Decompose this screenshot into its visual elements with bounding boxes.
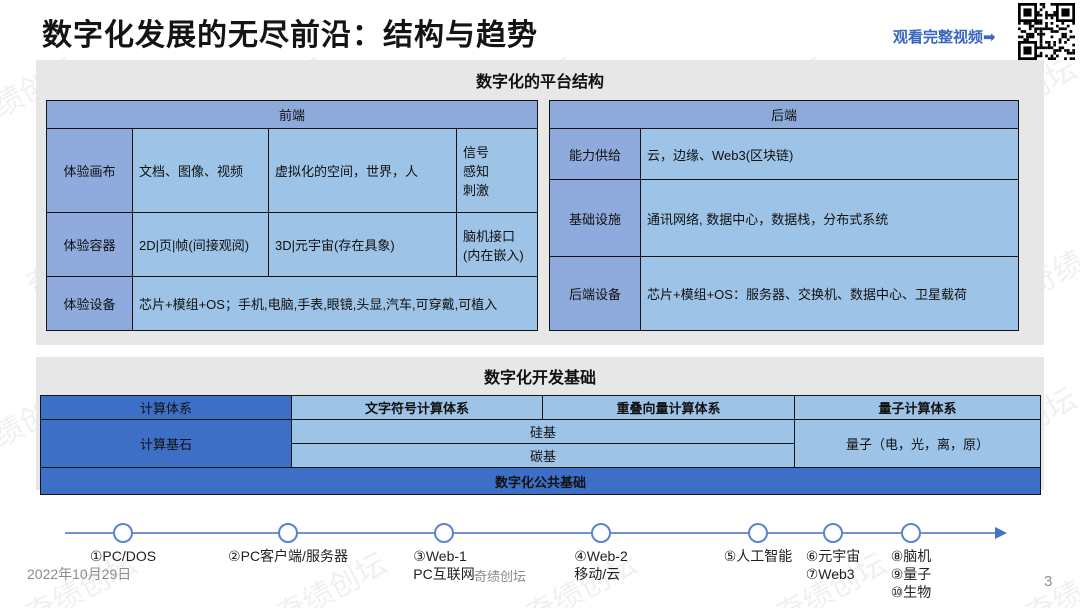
backend-row-label: 后端设备 [549,256,641,331]
development-table: 计算体系 文字符号计算体系 重叠向量计算体系 量子计算体系 计算基石 硅基 量子… [40,395,1041,495]
watch-video-link[interactable]: 观看完整视频➡ [893,26,996,47]
table-cell: 信号 感知 刺激 [455,128,539,213]
table-cell: 脑机接口 (内在嵌入) [455,212,539,277]
timeline-label: ①PC/DOS [89,548,157,564]
page-title: 数字化发展的无尽前沿：结构与趋势 [42,19,538,52]
table-cell: 虚拟化的空间，世界，人 [268,128,457,213]
timeline-node [591,523,611,543]
table-cell: 量子计算体系 [794,395,1041,420]
timeline-arrow-icon [995,527,1007,539]
table-cell: 量子（电，光，离，原） [794,419,1041,468]
development-foundation-title: 数字化开发基础 [483,370,596,387]
dev-row-label: 计算体系 [40,395,292,420]
frontend-row-label: 体验设备 [46,276,133,331]
page-number: 3 [1044,573,1053,590]
frontend-table: 前端 体验画布 文档、图像、视频 虚拟化的空间，世界，人 信号 感知 刺激 体验… [45,100,539,331]
dev-row-label: 计算基石 [40,419,292,468]
timeline-node [901,523,921,543]
backend-row-label: 能力供给 [549,128,641,180]
watch-video-label: 观看完整视频 [893,29,984,46]
table-cell: 文字符号计算体系 [291,395,543,420]
date-label: 2022年10月29日 [27,566,132,582]
backend-table: 后端 能力供给 云，边缘、Web3(区块链) 基础设施 通讯网络, 数据中心，数… [548,100,1020,331]
timeline-line [65,532,997,534]
arrow-right-icon: ➡ [983,29,996,46]
table-cell: 文档、图像、视频 [132,128,269,213]
timeline-node [113,523,133,543]
table-cell: 重叠向量计算体系 [542,395,795,420]
timeline-label: ⑤人工智能 [723,548,793,564]
footer-brand: 奇绩创坛 [473,569,526,584]
table-cell: 3D|元宇宙(存在具象) [268,212,457,277]
timeline-label: ②PC客户端/服务器 [228,548,348,564]
frontend-row-label: 体验容器 [46,212,133,277]
backend-row-label: 基础设施 [549,179,641,257]
timeline-node [434,523,454,543]
timeline-node [278,523,298,543]
table-cell: 芯片+模组+OS；手机,电脑,手表,眼镜,头显,汽车,可穿戴,可植入 [131,276,539,331]
backend-header: 后端 [548,100,1020,129]
qr-code [1018,3,1075,60]
timeline-node [748,523,768,543]
table-cell: 芯片+模组+OS：服务器、交换机、数据中心、卫星载荷 [639,256,1020,331]
timeline-node [823,523,843,543]
platform-structure-title: 数字化的平台结构 [475,74,604,91]
table-cell: 硅基 [291,419,795,444]
dev-footer-banner: 数字化公共基础 [40,467,1041,495]
table-cell: 2D|页|帧(间接观阅) [132,212,269,277]
